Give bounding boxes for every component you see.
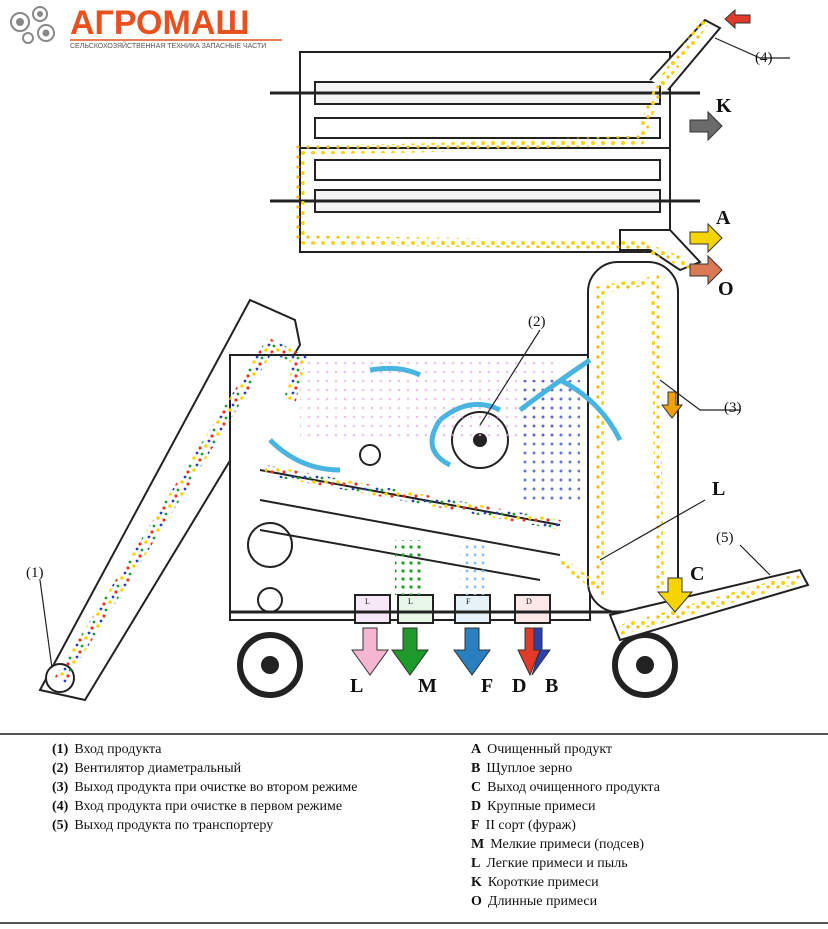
gear-icon: [10, 6, 55, 44]
grain-flow-elevator: [557, 275, 664, 598]
arrow-A: A: [689, 207, 731, 254]
small-impurity-fall: [395, 540, 425, 595]
callout-2: (2): [528, 314, 546, 330]
grain-flow-upper: [295, 19, 709, 270]
input-arrow-4: [724, 8, 751, 30]
grain-flow-conveyor: [54, 337, 307, 684]
light-particles: [300, 360, 560, 440]
label-M: M: [418, 675, 437, 697]
machine-diagram: АГРОМАШ СЕЛЬСКОХОЗЯЙСТВЕННАЯ ТЕХНИКА ЗАП…: [10, 4, 810, 702]
legend-item: (3)Выход продукта при очистке во втором …: [52, 780, 358, 795]
legend-item: (2)Вентилятор диаметральный: [52, 761, 242, 776]
label-F: F: [481, 675, 493, 697]
grain-flow-transporter: [618, 573, 802, 635]
bin-label: L: [408, 597, 413, 606]
bin-label: L: [365, 597, 370, 606]
arrow-K: K: [689, 95, 732, 142]
brand-tagline: СЕЛЬСКОХОЗЯЙСТВЕННАЯ ТЕХНИКА ЗАПАСНЫЕ ЧА…: [70, 41, 266, 50]
legend-item: (1)Вход продукта: [52, 742, 162, 757]
legend-item: (4)Вход продукта при очистке в первом ре…: [52, 799, 343, 814]
arrow-F: F: [453, 627, 493, 697]
output-arrow-3: [660, 391, 684, 419]
arrow-D-B: D B: [512, 627, 558, 697]
feed-grain-fall: [460, 540, 488, 595]
airflow-arrows: [268, 357, 623, 473]
arrow-O: O: [689, 254, 734, 300]
callout-1: (1): [26, 565, 44, 581]
label-C: C: [690, 563, 704, 585]
legend: (1)Вход продукта (2)Вентилятор диаметрал…: [0, 733, 828, 923]
label-K: K: [716, 95, 732, 117]
divider-bottom: [0, 922, 828, 924]
label-L: L: [350, 675, 363, 697]
logo: АГРОМАШ СЕЛЬСКОХОЗЯЙСТВЕННАЯ ТЕХНИКА ЗАП…: [10, 4, 282, 50]
legend-left: (1)Вход продукта (2)Вентилятор диаметрал…: [52, 740, 358, 835]
callout-3: (3): [724, 400, 742, 416]
label-O: O: [718, 278, 734, 300]
label-A: A: [716, 207, 731, 229]
label-B: B: [545, 675, 558, 697]
callout-4: (4): [755, 50, 773, 66]
bin-label: D: [526, 597, 532, 606]
lower-machine: [38, 261, 810, 702]
callout-5: (5): [716, 530, 734, 546]
arrow-M: M: [391, 627, 437, 697]
brand-name: АГРОМАШ: [70, 4, 250, 42]
shrivelled-grain-zone: [520, 380, 580, 500]
bin-label: F: [466, 597, 471, 606]
legend-item: (5)Выход продукта по транспортеру: [52, 818, 274, 833]
divider-top: [0, 733, 828, 735]
label-D: D: [512, 675, 526, 697]
callouts: [39, 37, 790, 669]
sieve-mix-flow: [264, 465, 561, 530]
label-L-callout: L: [712, 478, 725, 500]
arrow-C: C: [656, 563, 704, 613]
arrow-L: L: [350, 627, 389, 697]
